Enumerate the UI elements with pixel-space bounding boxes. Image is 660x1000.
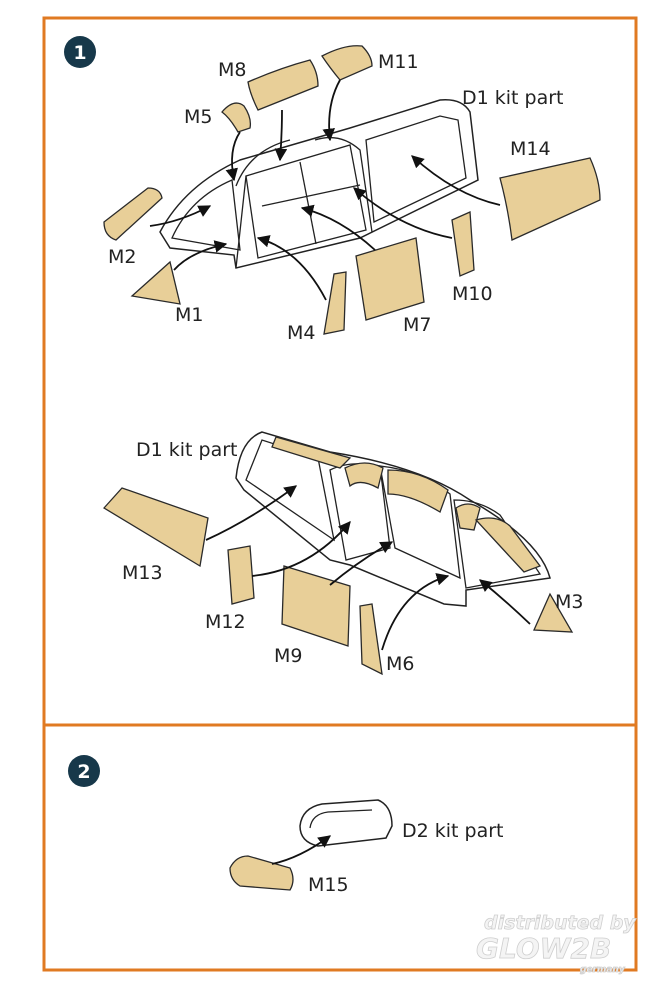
label-m11: M11	[378, 51, 419, 73]
label-m12: M12	[205, 611, 246, 633]
mask-m10	[451, 211, 475, 277]
masks-side-view	[102, 487, 574, 676]
mask-m14	[499, 157, 601, 241]
masks-top-view	[103, 45, 601, 335]
svg-text:1: 1	[73, 42, 86, 64]
mask-m8	[247, 59, 319, 111]
labels-side-view: D1 kit part M13 M12 M9 M6 M3	[122, 439, 583, 675]
label-m13: M13	[122, 562, 163, 584]
label-m10: M10	[452, 283, 493, 305]
label-m8: M8	[218, 59, 246, 81]
mask-m2	[103, 187, 163, 241]
part-d2	[299, 799, 393, 847]
distributor-watermark: distributed by GLOW2B germany	[476, 912, 638, 976]
mask-m12	[227, 545, 255, 605]
mask-m4	[323, 271, 347, 335]
mask-m7	[355, 237, 425, 321]
step-2-badge: 2	[68, 755, 100, 787]
mask-m3	[533, 592, 574, 633]
svg-text:germany: germany	[580, 965, 626, 975]
mask-m6	[359, 603, 383, 676]
label-m14: M14	[510, 138, 551, 160]
mask-m5	[221, 102, 252, 133]
label-m9: M9	[274, 645, 302, 667]
label-m15: M15	[308, 874, 349, 896]
mask-m9	[281, 565, 351, 647]
mask-m13	[102, 487, 209, 568]
mask-m1	[130, 260, 181, 305]
mask-m15	[229, 855, 294, 891]
label-m5: M5	[184, 106, 212, 128]
svg-text:2: 2	[77, 761, 90, 783]
arrows-top-view	[149, 79, 501, 301]
canopy-d1-side-view	[235, 431, 551, 607]
svg-text:distributed by: distributed by	[484, 912, 637, 934]
labels-top-view: M8 M11 D1 kit part M5 M14 M2 M1 M10 M4 M…	[108, 51, 564, 344]
sheet-border	[42, 16, 638, 972]
arrow-m15	[271, 835, 332, 865]
arrows-side-view	[205, 485, 531, 651]
mask-m11	[321, 45, 373, 81]
label-d2-kit-part: D2 kit part	[402, 820, 504, 842]
label-m6: M6	[386, 653, 414, 675]
svg-text:GLOW2B: GLOW2B	[476, 932, 611, 965]
label-m1: M1	[175, 304, 203, 326]
label-d1-kit-part-2: D1 kit part	[136, 439, 238, 461]
label-d1-kit-part: D1 kit part	[462, 87, 564, 109]
step-1-badge: 1	[64, 36, 96, 68]
label-m3: M3	[555, 591, 583, 613]
label-m2: M2	[108, 246, 136, 268]
canopy-d1-top-view	[159, 99, 479, 269]
label-m7: M7	[403, 314, 431, 336]
label-m4: M4	[287, 322, 315, 344]
